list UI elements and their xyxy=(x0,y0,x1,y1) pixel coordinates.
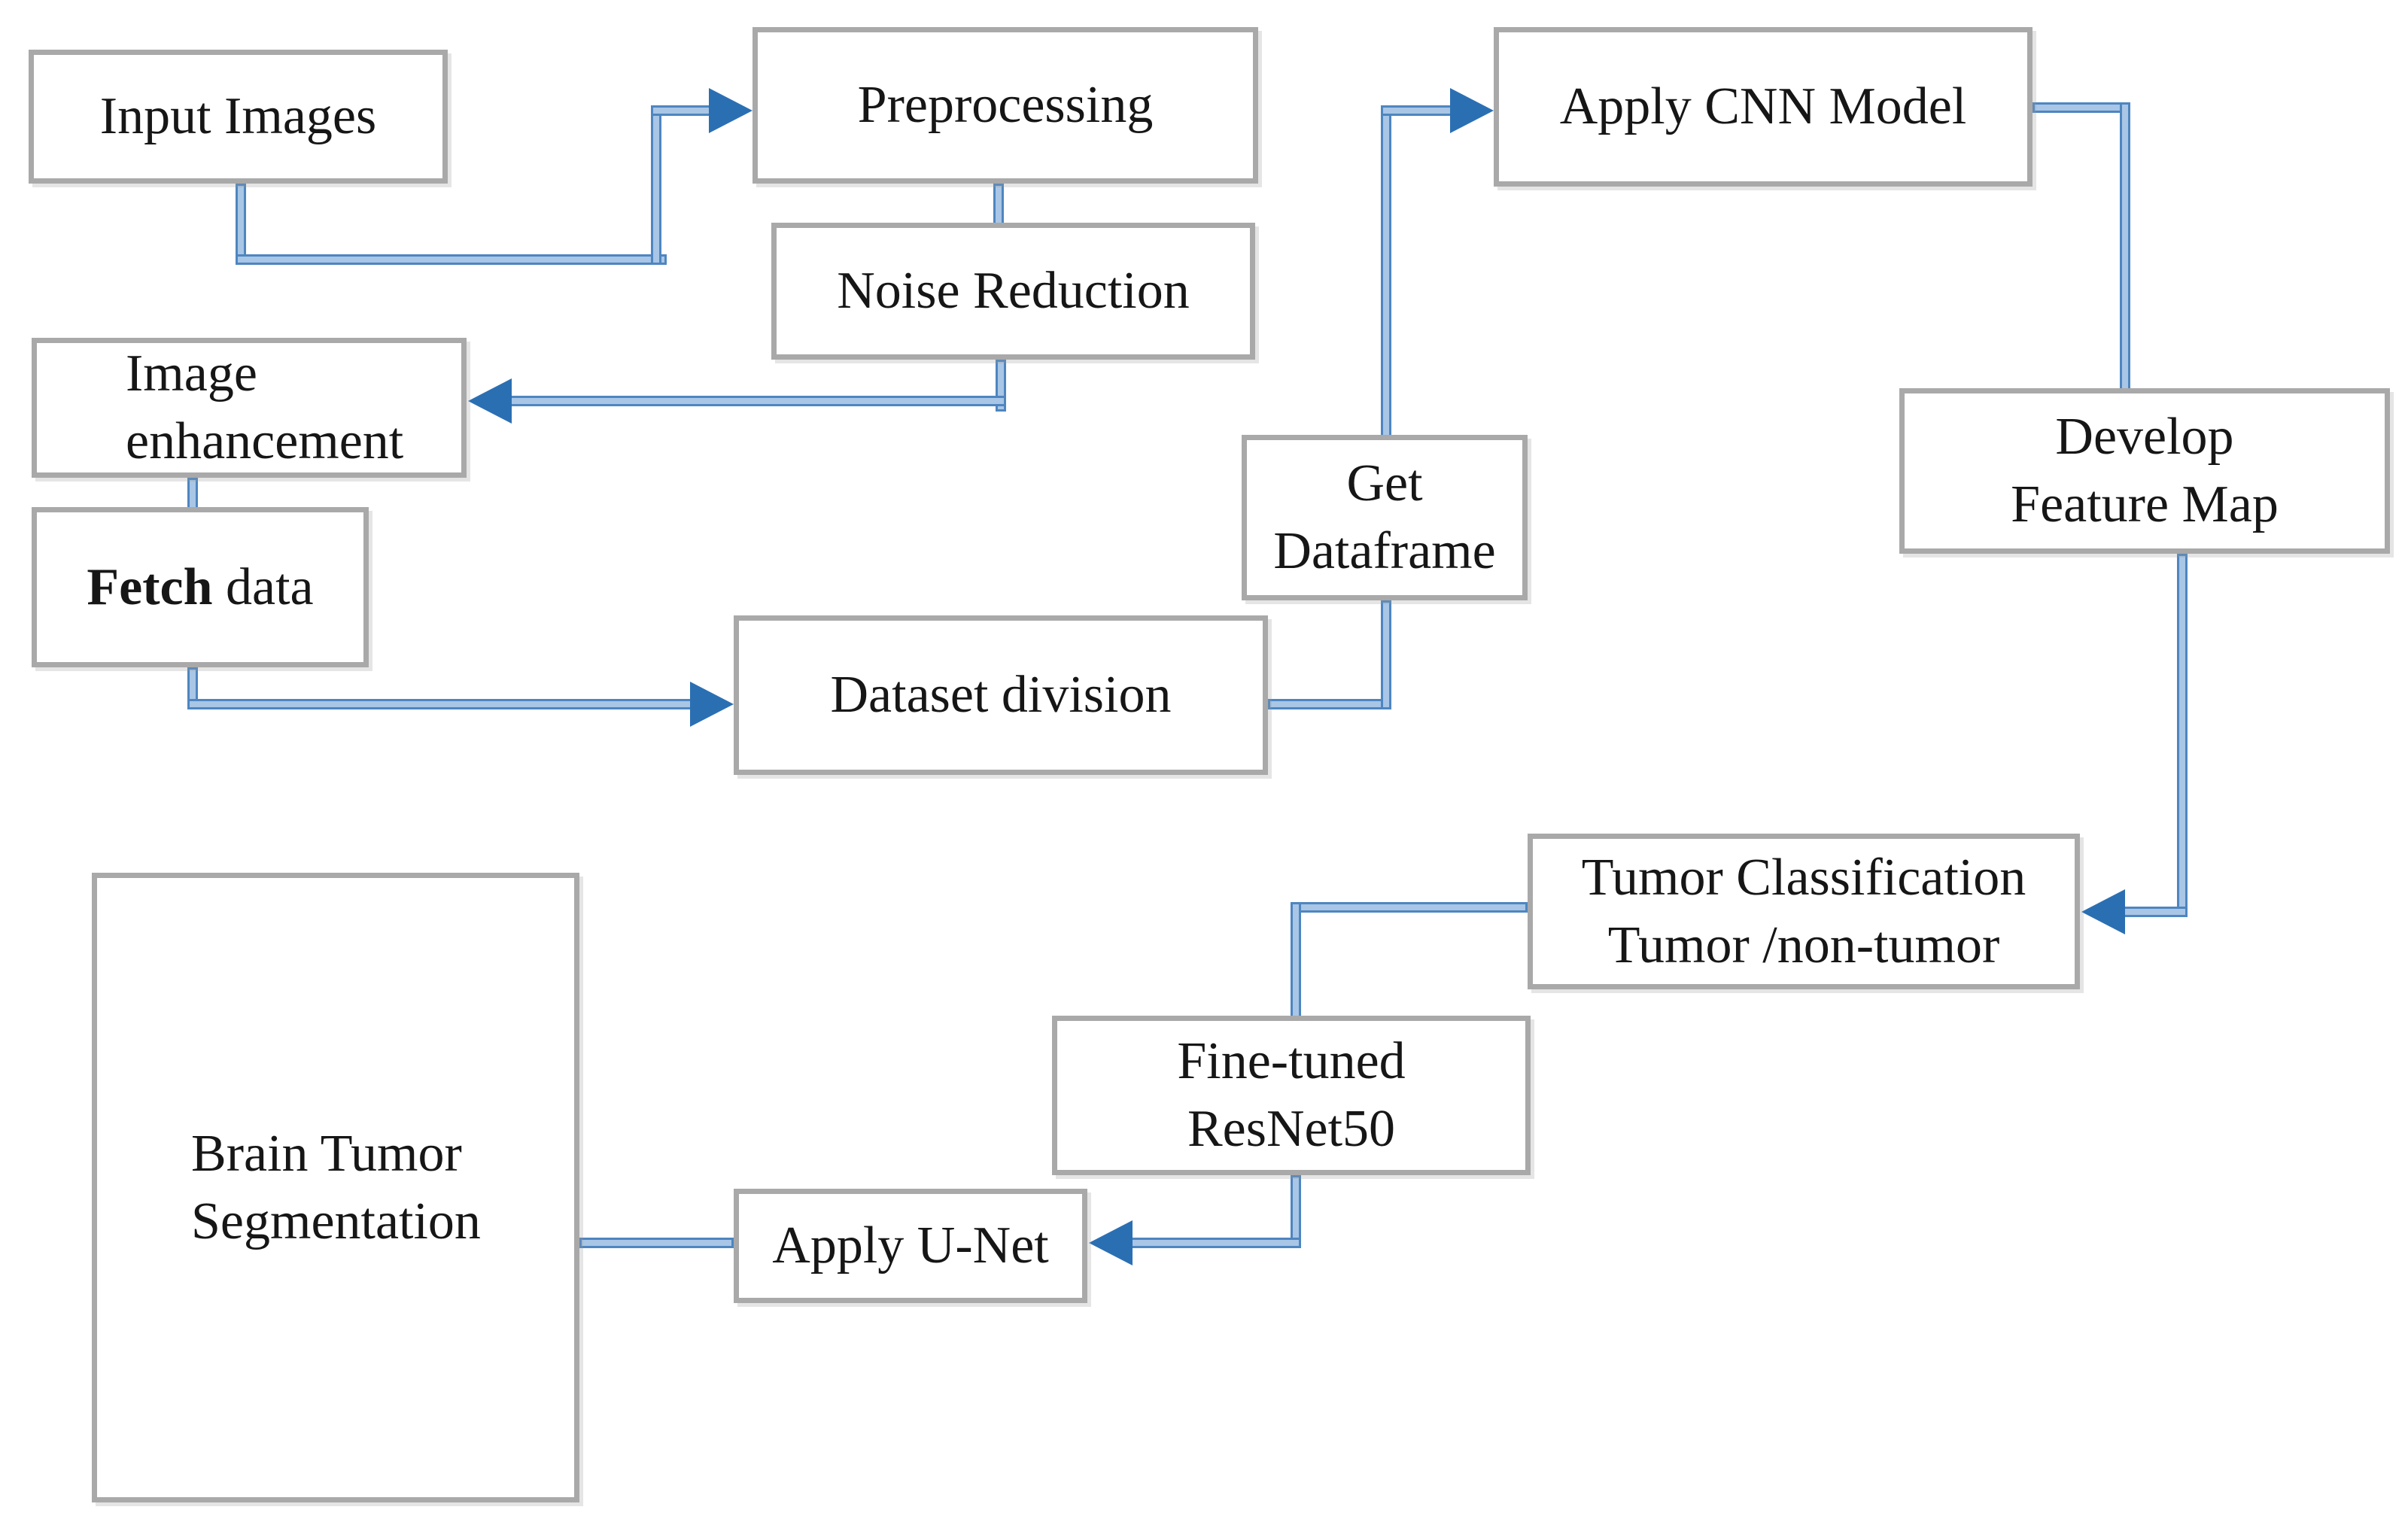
node-preprocessing-label: Preprocessing xyxy=(857,76,1154,135)
edge-resnet50-to-apply-unet-segment-across xyxy=(1126,1238,1301,1248)
node-dataset-division-label: Dataset division xyxy=(830,666,1172,725)
node-apply-unet: Apply U-Net xyxy=(734,1189,1087,1303)
node-input-images-label: Input Images xyxy=(99,87,377,146)
node-preprocessing: Preprocessing xyxy=(752,27,1258,184)
edge-dataset-division-to-get-dataframe-segment-up xyxy=(1381,600,1391,709)
edge-get-dataframe-to-apply-cnn-segment-up xyxy=(1381,105,1391,440)
node-apply-cnn-model: Apply CNN Model xyxy=(1494,27,2033,187)
node-develop-feature-map-label: Develop Feature Map xyxy=(2011,408,2279,533)
node-noise-reduction-label: Noise Reduction xyxy=(837,262,1190,321)
node-fetch-data-label-rest: data xyxy=(212,557,314,616)
node-get-dataframe-label: Get Dataframe xyxy=(1273,454,1496,580)
edge-noise-reduction-to-image-enhancement-segment-across xyxy=(504,396,1006,406)
edge-tumor-classification-to-resnet50-segment-down xyxy=(1291,902,1301,1021)
edge-develop-feature-map-to-tumor-classification-segment-down xyxy=(2177,554,2188,917)
node-develop-feature-map: Develop Feature Map xyxy=(1899,388,2390,554)
node-input-images: Input Images xyxy=(29,50,448,184)
node-fetch-data-label-bold: Fetch xyxy=(87,557,213,616)
arrowhead-into-preprocessing-icon xyxy=(709,88,752,133)
edge-input-images-to-preprocessing-segment-across xyxy=(236,254,667,265)
edge-apply-cnn-to-develop-feature-map-segment-across xyxy=(2033,102,2130,113)
node-image-enhancement-label: Image enhancement xyxy=(126,345,404,470)
edge-input-images-to-preprocessing-segment-up xyxy=(651,105,661,265)
arrowhead-into-apply-cnn-icon xyxy=(1450,88,1494,133)
edge-preprocessing-to-noise-reduction-segment xyxy=(993,184,1004,227)
node-brain-tumor-segmentation-label: Brain Tumor Segmentation xyxy=(191,1124,481,1250)
edge-tumor-classification-to-resnet50-segment-across xyxy=(1291,902,1528,913)
node-apply-unet-label: Apply U-Net xyxy=(772,1217,1049,1275)
edge-input-images-to-preprocessing-segment-entry xyxy=(651,105,715,116)
edge-get-dataframe-to-apply-cnn-segment-entry xyxy=(1381,105,1456,116)
node-dataset-division: Dataset division xyxy=(734,615,1268,775)
edge-dataset-division-to-get-dataframe-segment-across xyxy=(1268,699,1391,709)
node-fetch-data-label: Fetch data xyxy=(87,554,313,621)
node-fine-tuned-resnet50-label: Fine-tuned ResNet50 xyxy=(1177,1032,1406,1158)
node-noise-reduction: Noise Reduction xyxy=(771,223,1255,360)
node-tumor-classification-label: Tumor Classification Tumor /non-tumor xyxy=(1581,848,2026,974)
node-image-enhancement: Image enhancement xyxy=(32,338,467,478)
node-fetch-data: Fetch data xyxy=(32,507,369,667)
node-get-dataframe: Get Dataframe xyxy=(1242,435,1528,600)
edge-apply-unet-to-brain-tumor-segmentation-segment xyxy=(579,1238,734,1248)
arrowhead-into-image-enhancement-icon xyxy=(468,378,512,424)
node-brain-tumor-segmentation: Brain Tumor Segmentation xyxy=(92,873,579,1502)
edge-apply-cnn-to-develop-feature-map-segment-down xyxy=(2120,102,2130,393)
node-fine-tuned-resnet50: Fine-tuned ResNet50 xyxy=(1052,1016,1531,1175)
node-tumor-classification: Tumor Classification Tumor /non-tumor xyxy=(1528,834,2080,989)
node-apply-cnn-model-label: Apply CNN Model xyxy=(1559,77,1967,136)
arrowhead-into-tumor-classification-icon xyxy=(2081,889,2125,934)
edge-input-images-to-preprocessing-segment-down xyxy=(236,184,246,265)
arrowhead-into-dataset-division-icon xyxy=(690,682,734,727)
edge-develop-feature-map-to-tumor-classification-segment-entry xyxy=(2119,907,2188,917)
edge-fetch-data-to-dataset-division-segment-across xyxy=(187,699,696,709)
arrowhead-into-apply-unet-icon xyxy=(1089,1220,1133,1265)
